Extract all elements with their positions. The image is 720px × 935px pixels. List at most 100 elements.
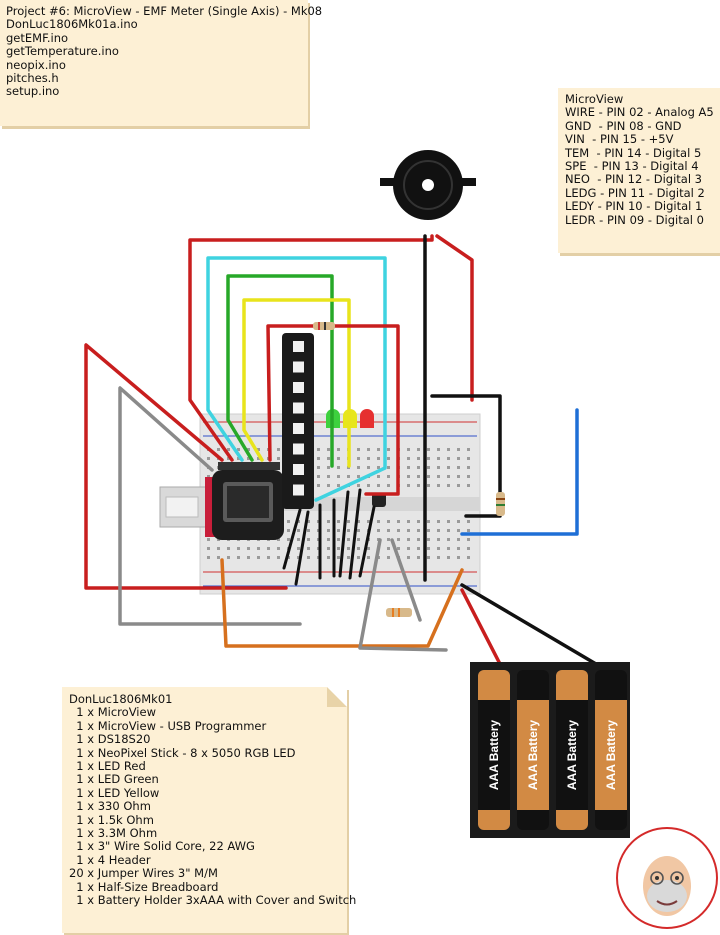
breadboard-hole [417, 520, 420, 523]
breadboard-hole [367, 457, 370, 460]
breadboard-hole [397, 529, 400, 532]
breadboard-hole [327, 475, 330, 478]
pin-mapping-note: MicroView WIRE - PIN 02 - Analog A5 GND … [558, 88, 720, 253]
breadboard-hole [407, 475, 410, 478]
breadboard-hole [357, 529, 360, 532]
breadboard-hole [377, 484, 380, 487]
breadboard-hole [457, 466, 460, 469]
breadboard-hole [427, 448, 430, 451]
bom-line: 1 x NeoPixel Stick - 8 x 5050 RGB LED [69, 745, 296, 760]
breadboard-hole [437, 457, 440, 460]
breadboard-hole [337, 520, 340, 523]
breadboard-hole [297, 520, 300, 523]
breadboard-hole [457, 457, 460, 460]
breadboard-hole [337, 475, 340, 478]
breadboard-hole [357, 475, 360, 478]
pin-note-line: WIRE - PIN 02 - Analog A5 [565, 105, 714, 120]
breadboard-hole [237, 556, 240, 559]
wire-grey-mid2 [390, 538, 422, 622]
breadboard-hole [457, 556, 460, 559]
battery-label: AAA Battery [604, 720, 618, 791]
wire-grey-left [118, 386, 302, 626]
breadboard-hole [467, 457, 470, 460]
bom-line: 1 x DS18S20 [69, 732, 151, 747]
breadboard-hole [377, 448, 380, 451]
breadboard-hole [337, 538, 340, 541]
breadboard-hole [347, 475, 350, 478]
breadboard-hole [467, 547, 470, 550]
breadboard-hole [357, 556, 360, 559]
breadboard-hole [337, 529, 340, 532]
pin-note-line: TEM - PIN 14 - Digital 5 [565, 145, 702, 160]
breadboard-hole [427, 538, 430, 541]
project-note-line: getTemperature.ino [6, 44, 119, 59]
breadboard-hole [227, 547, 230, 550]
pin-note-line: VIN - PIN 15 - +5V [565, 132, 674, 147]
aaa-battery: AAA Battery [556, 670, 588, 830]
project-note-line: Project #6: MicroView - EMF Meter (Singl… [6, 4, 323, 18]
breadboard-hole [207, 556, 210, 559]
breadboard-hole [337, 457, 340, 460]
neopixel-led [293, 484, 304, 496]
breadboard-hole [437, 529, 440, 532]
bom-line: 1 x 4 Header [69, 852, 151, 867]
breadboard-hole [367, 556, 370, 559]
breadboard-hole [357, 448, 360, 451]
breadboard-hole [447, 457, 450, 460]
breadboard-hole [447, 484, 450, 487]
pin-note-line: NEO - PIN 12 - Digital 3 [565, 172, 702, 187]
wire-red-battery [460, 588, 502, 666]
breadboard-hole [267, 547, 270, 550]
breadboard-hole [407, 529, 410, 532]
ds18s20-sensor [372, 493, 386, 507]
breadboard-hole [417, 538, 420, 541]
breadboard-hole [467, 475, 470, 478]
breadboard-hole [237, 448, 240, 451]
breadboard-hole [407, 466, 410, 469]
breadboard-hole [357, 466, 360, 469]
neopixel-stick [282, 333, 314, 509]
breadboard-hole [327, 556, 330, 559]
breadboard-hole [467, 448, 470, 451]
wire-red-left [84, 343, 288, 590]
breadboard-hole [217, 538, 220, 541]
bom-line: 1 x 330 Ohm [69, 799, 151, 814]
breadboard-hole [207, 547, 210, 550]
breadboard-hole [217, 448, 220, 451]
breadboard-hole [297, 538, 300, 541]
pin-note-line: SPE - PIN 13 - Digital 4 [565, 159, 699, 174]
breadboard-hole [377, 475, 380, 478]
breadboard-hole [407, 547, 410, 550]
neopixel-led [293, 464, 304, 475]
breadboard-hole [357, 520, 360, 523]
bom-line: 1 x 3" Wire Solid Core, 22 AWG [69, 839, 255, 854]
breadboard-hole [387, 556, 390, 559]
breadboard-hole [337, 466, 340, 469]
breadboard-hole [417, 448, 420, 451]
breadboard-hole [397, 538, 400, 541]
breadboard-hole [457, 475, 460, 478]
wire-cyan [206, 256, 387, 502]
breadboard-hole [427, 484, 430, 487]
breadboard-hole [357, 538, 360, 541]
neopixel-led [293, 361, 304, 373]
project-note-line: getEMF.ino [6, 30, 69, 45]
breadboard-hole [287, 538, 290, 541]
breadboard-hole [247, 556, 250, 559]
breadboard-hole [307, 538, 310, 541]
breadboard-hole [357, 484, 360, 487]
resistor-1-5k [496, 492, 505, 516]
bom-line: 1 x 3.3M Ohm [69, 826, 158, 841]
breadboard-hole [327, 457, 330, 460]
battery-label: AAA Battery [526, 720, 540, 791]
piezo-buzzer [380, 150, 476, 220]
breadboard-hole [347, 529, 350, 532]
breadboard-hole [347, 538, 350, 541]
breadboard-hole [317, 457, 320, 460]
breadboard-hole [277, 457, 280, 460]
author-avatar [616, 827, 718, 929]
breadboard-hole [407, 457, 410, 460]
breadboard-hole [207, 538, 210, 541]
